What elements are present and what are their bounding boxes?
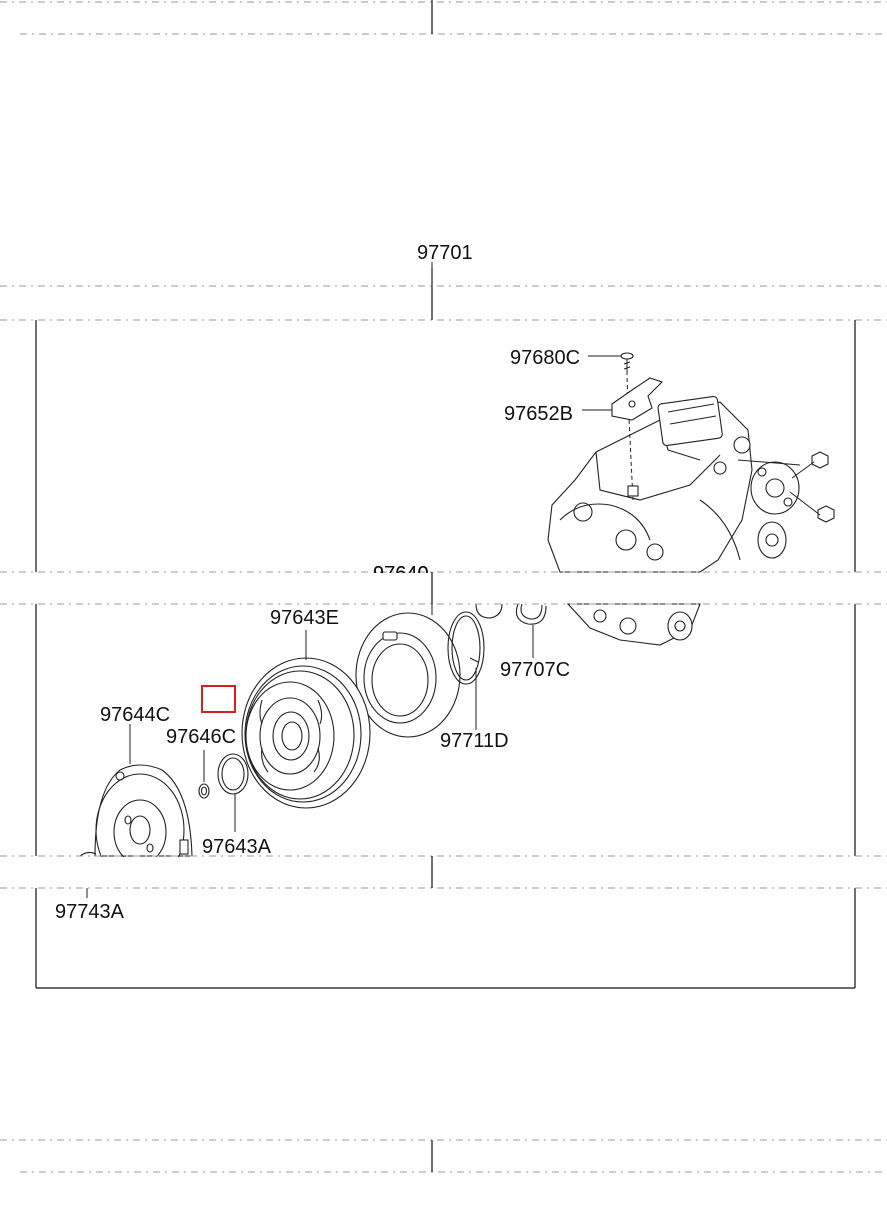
label-97711d: 97711D: [440, 730, 509, 752]
compressor-body-lower: [566, 603, 701, 646]
label-97652b: 97652B: [504, 403, 573, 425]
snap-ring-97643a: [217, 753, 249, 832]
shim-97646c: [198, 750, 210, 799]
compressor-body: [547, 395, 835, 573]
label-97701: 97701: [417, 242, 473, 264]
label-97643e: 97643E: [270, 607, 339, 629]
seal-ring-97707c: [475, 603, 547, 658]
label-97643a: 97643A: [202, 836, 272, 858]
label-97680c: 97680C: [510, 347, 580, 369]
tile-separators-overlay: 97640: [0, 563, 887, 889]
label-97646c: 97646C: [166, 726, 236, 748]
label-97707c: 97707C: [500, 659, 570, 681]
highlight-box: [201, 685, 236, 713]
assembly-frame: [35, 268, 856, 989]
clutch-hub-97644c: [79, 724, 193, 887]
snap-ring-97711d: [447, 611, 485, 730]
label-97640: 97640: [373, 563, 429, 585]
field-coil: [355, 604, 461, 738]
pulley-97643e: [241, 630, 371, 809]
label-97743a: 97743A: [55, 901, 125, 923]
bolt-97680c: [588, 352, 634, 501]
label-97640-peek: 97640: [373, 563, 429, 585]
label-97644c: 97644C: [100, 704, 170, 726]
bracket-97652b: [582, 377, 664, 497]
coil-label-area: 97640: [373, 563, 429, 585]
tile-masks: [0, 573, 887, 887]
labels: 97701 97680C 97652B 97643E 97707C 97711D…: [55, 242, 580, 923]
